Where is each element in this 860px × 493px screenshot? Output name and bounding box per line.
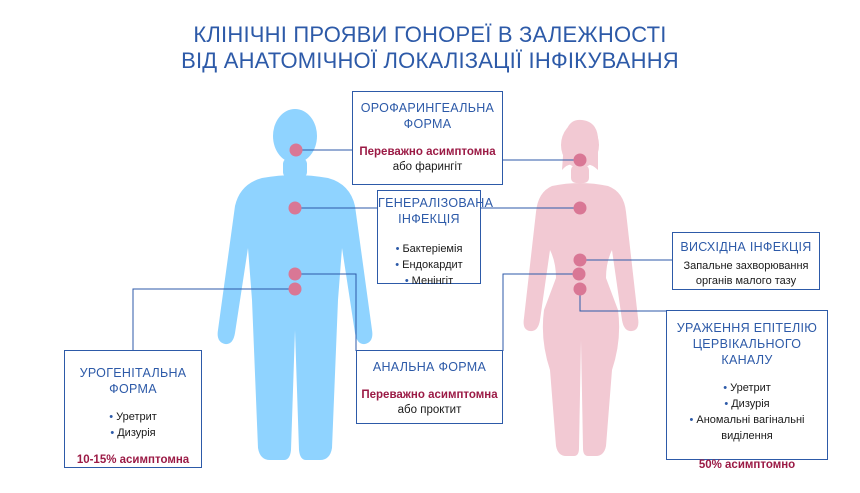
title-line-2: ВІД АНАТОМІЧНОЇ ЛОКАЛІЗАЦІЇ ІНФІКУВАННЯ (181, 48, 679, 73)
urogenital-heading-1: УРОГЕНІТАЛЬНА (79, 366, 187, 380)
list-item: •Аномальні вагінальні виділення (689, 414, 805, 442)
list-item: •Дизурія (724, 398, 770, 410)
oropharyngeal-emphasis: Переважно асимптомна (359, 146, 496, 158)
page-title: КЛІНІЧНІ ПРОЯВИ ГОНОРЕЇ В ЗАЛЕЖНОСТІ ВІД… (0, 22, 860, 74)
list-item: •Ендокардит (395, 259, 463, 271)
urogenital-stat: 10-15% асимптомна (76, 454, 190, 466)
bullet-icon: • (395, 243, 400, 255)
bullet-icon: • (404, 275, 409, 287)
bullet-icon: • (109, 411, 114, 423)
oropharyngeal-heading-2: ФОРМА (403, 117, 452, 131)
generalized-heading-2: ІНФЕКЦІЯ (398, 212, 460, 226)
oropharyngeal-heading-1: ОРОФАРИНГЕАЛЬНА (360, 101, 495, 115)
list-item: •Уретрит (109, 411, 157, 423)
bullet-icon: • (724, 398, 729, 410)
ascending-text-2: органів малого тазу (695, 275, 797, 287)
anal-text: або проктит (397, 404, 462, 416)
connector-cervical (579, 289, 666, 312)
marker-male-pelvis-lower (288, 282, 302, 296)
list-item: •Бактеріемія (395, 243, 463, 255)
bullet-icon: • (110, 427, 115, 439)
list-item: •Дизурія (110, 427, 156, 439)
urogenital-heading-2: ФОРМА (109, 382, 157, 396)
oropharyngeal-form-box: ОРОФАРИНГЕАЛЬНА ФОРМА Переважно асимптом… (352, 91, 503, 185)
cervical-list: •Уретрит •Дизурія •Аномальні вагінальні … (667, 380, 827, 444)
cervical-stat: 50% асимптомно (698, 459, 796, 471)
marker-female-throat (573, 153, 587, 167)
marker-male-pelvis-upper (288, 267, 302, 281)
connector-anal-female (502, 273, 579, 351)
infection-markers (288, 143, 587, 296)
ascending-infection-box: ВИСХІДНА ІНФЕКЦІЯ Запальне захворювання … (672, 232, 820, 290)
anal-emphasis: Переважно асимптомна (361, 389, 498, 401)
marker-male-chest (288, 201, 302, 215)
ascending-text-1: Запальне захворювання (683, 260, 809, 272)
cervical-heading-1: УРАЖЕННЯ ЕПІТЕЛІЮ (676, 321, 818, 335)
list-item: •Уретрит (723, 382, 771, 394)
anal-form-box: АНАЛЬНА ФОРМА Переважно асимптомна або п… (356, 350, 503, 424)
urogenital-form-box: УРОГЕНІТАЛЬНА ФОРМА •Уретрит •Дизурія 10… (64, 350, 202, 468)
oropharyngeal-text: або фарингіт (392, 161, 463, 173)
cervical-epithelium-box: УРАЖЕННЯ ЕПІТЕЛІЮ ЦЕРВІКАЛЬНОГО КАНАЛУ •… (666, 310, 828, 471)
anal-heading: АНАЛЬНА ФОРМА (372, 360, 487, 374)
marker-female-pelvis-1 (573, 253, 587, 267)
connector-lines (132, 149, 672, 351)
marker-female-chest (573, 201, 587, 215)
bullet-icon: • (689, 414, 694, 426)
urogenital-list: •Уретрит •Дизурія (65, 409, 201, 441)
generalized-infection-box: ГЕНЕРАЛІЗОВАНА ІНФЕКЦІЯ •Бактеріемія •Ен… (377, 190, 494, 287)
bullet-icon: • (723, 382, 728, 394)
marker-female-pelvis-2 (572, 267, 586, 281)
marker-female-pelvis-3 (573, 282, 587, 296)
ascending-heading: ВИСХІДНА ІНФЕКЦІЯ (680, 240, 812, 254)
male-body-figure (217, 109, 373, 460)
connector-urogenital (132, 288, 295, 351)
female-body-figure (523, 119, 639, 456)
bullet-icon: • (395, 259, 400, 271)
cervical-heading-2: ЦЕРВІКАЛЬНОГО КАНАЛУ (692, 337, 802, 367)
generalized-heading-1: ГЕНЕРАЛІЗОВАНА (378, 196, 494, 210)
connector-anal-male (295, 273, 357, 351)
generalized-list: •Бактеріемія •Ендокардит •Менінгіт (378, 241, 480, 289)
marker-male-throat (289, 143, 303, 157)
list-item: •Менінгіт (404, 275, 454, 287)
title-line-1: КЛІНІЧНІ ПРОЯВИ ГОНОРЕЇ В ЗАЛЕЖНОСТІ (193, 22, 667, 47)
